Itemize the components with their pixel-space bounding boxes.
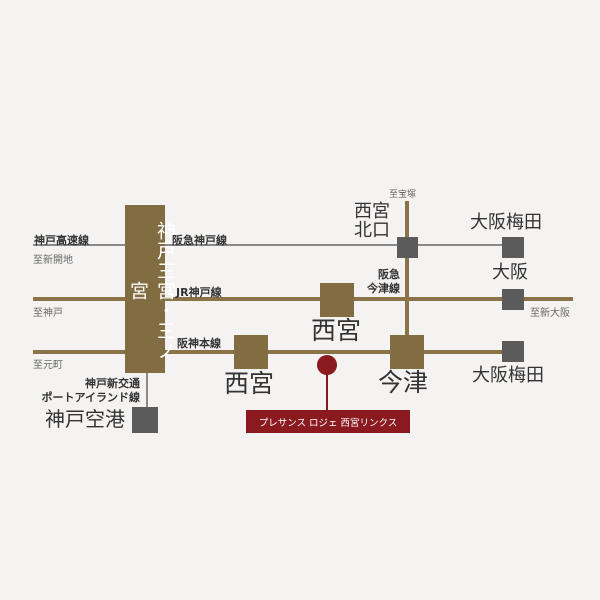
hankyu-imazu-label-1: 阪急 xyxy=(378,268,400,281)
hankyu-kobe-line xyxy=(33,244,513,246)
direction-shinkaichi: 至新開地 xyxy=(33,255,73,266)
direction-motomachi: 至元町 xyxy=(33,360,63,371)
jr-nishinomiya-label: 西宮 xyxy=(311,316,362,345)
kobe-airport-station[interactable] xyxy=(132,407,158,433)
hankyu-imazu-label-2: 今津線 xyxy=(367,282,400,295)
property-pin-line xyxy=(326,370,328,412)
port-liner-label-1: 神戸新交通 xyxy=(85,377,140,390)
hanshin-nishinomiya-label: 西宮 xyxy=(224,369,275,398)
osaka-umeda-hankyu-station[interactable] xyxy=(502,237,524,258)
direction-kobe: 至神戸 xyxy=(33,308,63,319)
hanshin-nishinomiya-station[interactable] xyxy=(234,335,268,369)
port-liner-line xyxy=(146,372,148,408)
imazu-station[interactable] xyxy=(390,335,424,369)
property-pin-dot[interactable] xyxy=(317,355,337,375)
kobe-kosoku-label: 神戸高速線 xyxy=(34,234,89,247)
imazu-label: 今津 xyxy=(378,368,429,397)
osaka-umeda-hankyu-label: 大阪梅田 xyxy=(470,212,542,233)
jr-kobe-label: JR神戸線 xyxy=(176,286,222,299)
nishinomiya-kitaguchi-label-2: 北口 xyxy=(354,220,390,241)
jr-nishinomiya-station[interactable] xyxy=(320,283,354,317)
nishinomiya-kitaguchi-label-1: 西宮 xyxy=(354,201,390,222)
hanshin-label: 阪神本線 xyxy=(177,337,221,350)
osaka-umeda-hanshin-label: 大阪梅田 xyxy=(472,365,544,386)
hankyu-kobe-label: 阪急神戸線 xyxy=(172,234,227,247)
direction-takarazuka: 至宝塚 xyxy=(389,190,417,200)
hankyu-imazu-line xyxy=(405,201,409,352)
sannomiya-label: 神戸三宮・三ノ宮 xyxy=(127,221,176,361)
jr-kobe-line xyxy=(33,297,573,301)
sannomiya-station[interactable]: 神戸三宮・三ノ宮 xyxy=(125,205,176,373)
direction-shin-osaka: 至新大阪 xyxy=(530,308,570,319)
hanshin-main-line xyxy=(33,350,513,354)
osaka-label: 大阪 xyxy=(492,262,528,283)
osaka-station[interactable] xyxy=(502,289,524,310)
nishinomiya-kitaguchi-station[interactable] xyxy=(397,237,418,258)
osaka-umeda-hanshin-station[interactable] xyxy=(502,341,524,362)
kobe-airport-label: 神戸空港 xyxy=(45,407,125,431)
port-liner-label-2: ポートアイランド線 xyxy=(41,391,140,404)
property-label-box[interactable]: プレサンス ロジェ 西宮リンクス xyxy=(246,410,410,433)
property-label: プレサンス ロジェ 西宮リンクス xyxy=(258,417,398,429)
